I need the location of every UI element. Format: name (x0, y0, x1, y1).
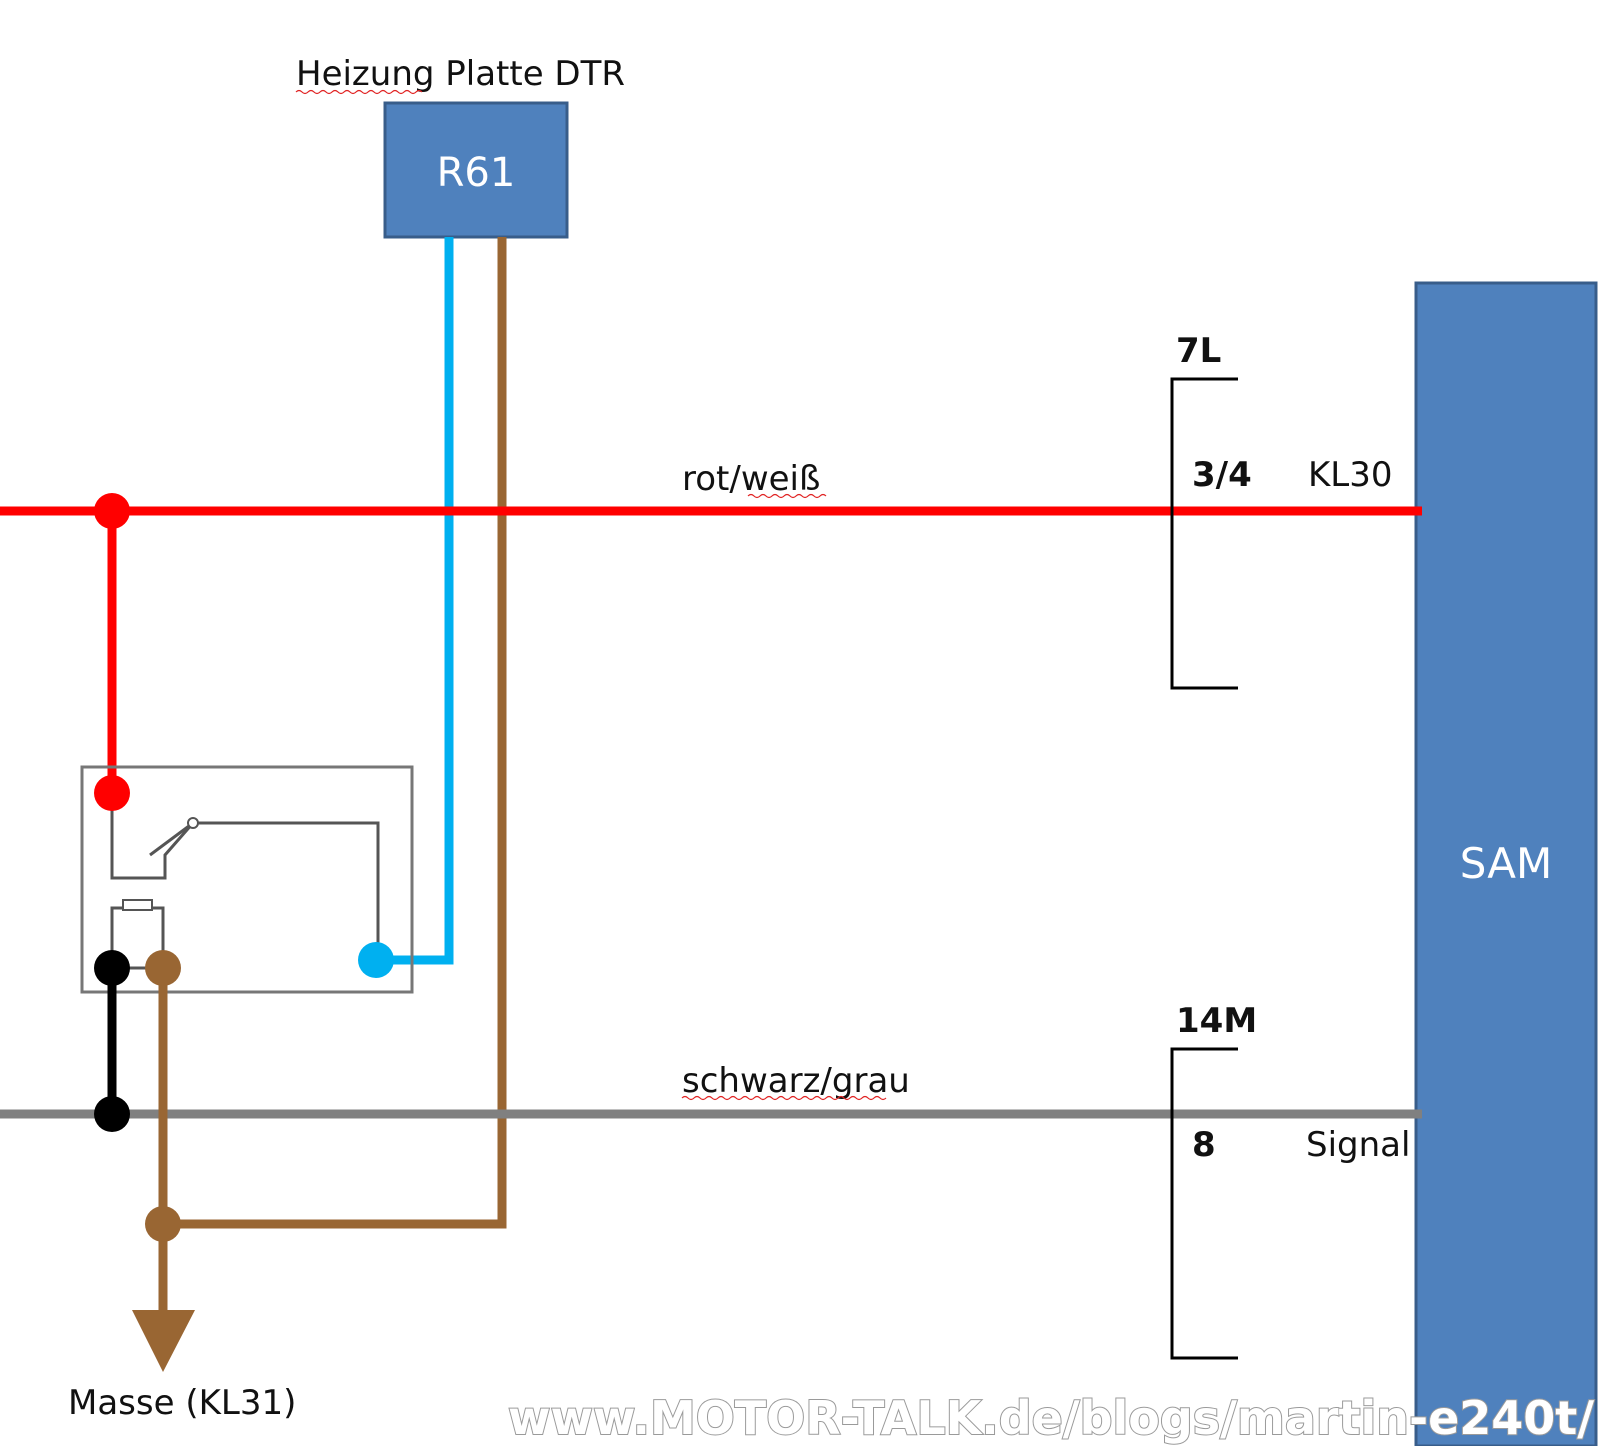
gray-junction-dot (94, 1096, 130, 1132)
relay-switch-line (110, 795, 380, 960)
blue-wire (376, 237, 454, 965)
red-wire-label: rot/weiß (682, 459, 820, 499)
relay-switch-pivot (187, 817, 199, 829)
sam-label: SAM (1460, 839, 1552, 888)
brown-wire-heater (163, 237, 507, 1229)
gray-wire-label: schwarz/grau (682, 1061, 910, 1101)
red-junction-dot (94, 493, 130, 529)
spellcheck-underline-red (747, 493, 827, 499)
connector-7l-signal: KL30 (1308, 455, 1393, 495)
relay-switch-blade (149, 821, 194, 857)
heater-r61-box (383, 101, 569, 239)
relay-brown-terminal (145, 950, 181, 986)
ground-label: Masse (KL31) (68, 1383, 296, 1423)
heater-box-label: R61 (437, 150, 516, 196)
heater-label: Heizung Platte DTR (296, 54, 625, 94)
connector-14m-bracket (1170, 1047, 1238, 1360)
relay-red-terminal (94, 775, 130, 811)
spellcheck-underline (295, 89, 423, 95)
watermark: www.MOTOR-TALK.de/blogs/martin-e240t/ (508, 1391, 1594, 1445)
relay-box (80, 765, 414, 994)
relay-black-terminal (94, 950, 130, 986)
ground-arrow (132, 1310, 195, 1372)
connector-7l-name: 7L (1176, 331, 1221, 371)
brown-junction-dot (145, 1206, 181, 1242)
connector-7l-bracket (1170, 377, 1238, 690)
connector-14m-pin: 8 (1192, 1125, 1216, 1165)
relay-coil-cap (122, 899, 153, 911)
sam-module-box (1414, 281, 1598, 1446)
connector-14m-name: 14M (1176, 1001, 1257, 1041)
relay-blue-terminal (358, 942, 394, 978)
spellcheck-underline-gray (681, 1095, 887, 1101)
connector-14m-signal: Signal (1306, 1125, 1410, 1165)
connector-7l-pin: 3/4 (1192, 455, 1252, 495)
